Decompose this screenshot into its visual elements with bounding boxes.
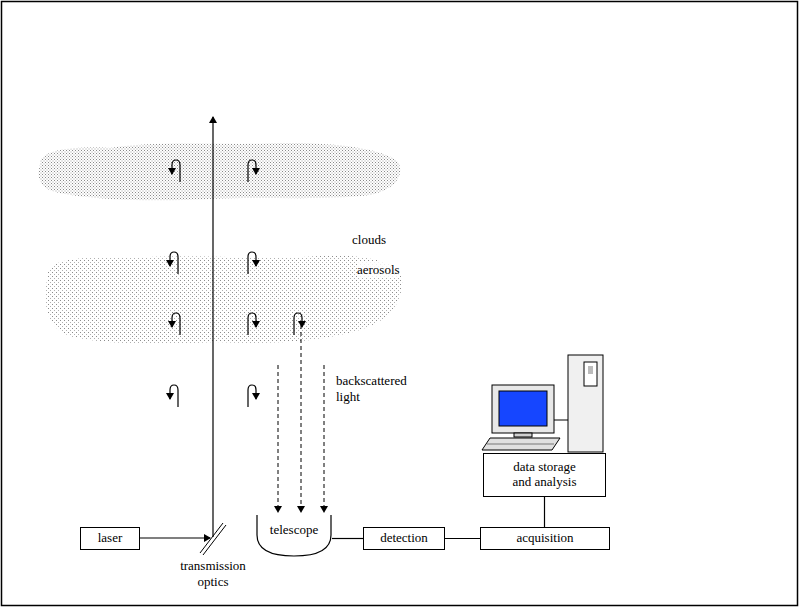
laser-beam [212,117,213,537]
box-label: detection [380,531,428,546]
box-label: laser [98,531,123,546]
backscatter-ray [324,365,325,512]
scatter-curl [248,385,256,407]
box-label: data storage and analysis [504,460,586,490]
scatter-curl [172,313,180,335]
diagram-label: transmission optics [170,558,256,589]
backscatter-ray [278,365,279,512]
detection-box: detection [363,527,445,550]
box-label: telescope [270,523,318,538]
backscatter-ray [301,325,302,512]
mirror [200,523,223,553]
connector-line [445,538,480,539]
scatter-curl [248,252,256,274]
scatter-curls [170,160,302,407]
scatter-curl [248,160,256,182]
data-box: data storage and analysis [483,453,606,497]
diagram-label: backscattered light [336,373,424,404]
diagram-label: clouds [352,232,386,248]
computer-icon [482,355,603,452]
connector-line [544,497,545,527]
telescope-mirror: telescope [256,515,332,557]
laser-to-mirror [140,537,210,538]
scatter-curl [248,313,256,335]
diagram-label: aerosols [357,262,400,278]
laser-box: laser [80,527,140,550]
cloud-shape [39,143,401,200]
aerosol-shape [45,256,402,344]
scatter-curl [170,385,178,407]
acquisition-box: acquisition [480,527,610,550]
mirror [203,525,226,555]
scatter-curl [294,313,302,335]
scatter-curl [170,252,178,274]
box-label: acquisition [516,531,573,546]
scatter-curl [172,160,180,182]
connector-line [332,538,363,539]
